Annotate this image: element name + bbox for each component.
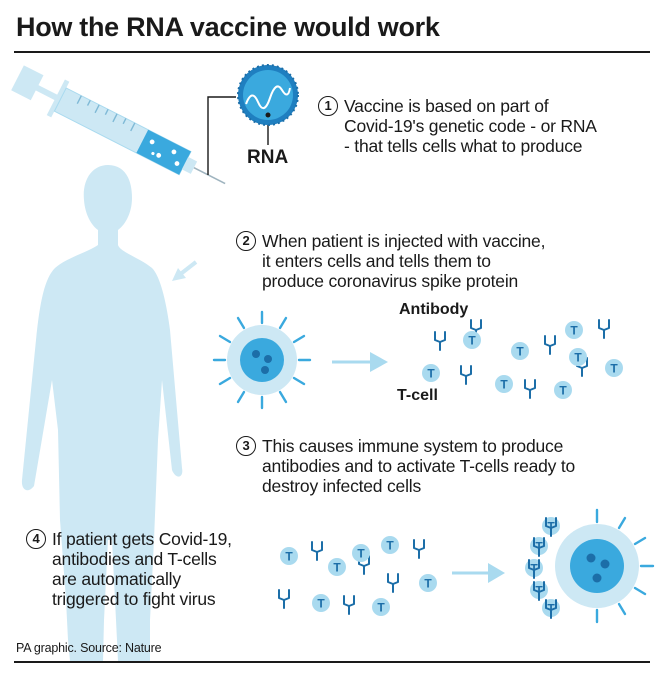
infected-cell-step4	[525, 508, 655, 624]
step-number-badge: 3	[236, 436, 256, 456]
step-2-line-1: When patient is injected with vaccine,	[262, 231, 546, 251]
step-1-line-1: Vaccine is based on part of	[344, 96, 549, 116]
tcell-label: T-cell	[397, 387, 438, 404]
arrow-step4	[452, 563, 505, 583]
step-2-line-3: produce coronavirus spike protein	[262, 271, 519, 291]
footer-rule	[14, 661, 650, 663]
step-number-badge: 1	[318, 96, 338, 116]
step-1-line-3: - that tells cells what to produce	[344, 136, 583, 156]
patient-silhouette	[21, 165, 183, 661]
step-3-line-3: destroy infected cells	[262, 476, 422, 496]
step-2-line-2: it enters cells and tells them to	[262, 251, 491, 271]
immune-cluster-step2	[422, 319, 623, 399]
step-2: 2 When patient is injected with vaccine,…	[236, 231, 545, 291]
step-1-line-2: Covid-19's genetic code - or RNA	[344, 116, 597, 136]
step-3: 3 This causes immune system to produce a…	[236, 436, 575, 496]
injection-arrow	[172, 260, 198, 281]
step-1: 1 Vaccine is based on part of Covid-19's…	[318, 96, 597, 156]
arrow-step2	[332, 352, 388, 372]
step-3-line-2: antibodies and to activate T-cells ready…	[262, 456, 576, 476]
title-rule	[14, 51, 650, 53]
page-title: How the RNA vaccine would work	[16, 12, 440, 42]
step-4-line-4: triggered to fight virus	[52, 589, 216, 609]
step-4-line-1: If patient gets Covid-19,	[52, 529, 232, 549]
antibody-label: Antibody	[399, 301, 469, 318]
step-number-badge: 4	[26, 529, 46, 549]
rna-callout	[207, 64, 299, 175]
source-credit: PA graphic. Source: Nature	[16, 641, 162, 655]
syringe	[11, 65, 226, 185]
step-4-line-3: are automatically	[52, 569, 181, 589]
step-3-line-1: This causes immune system to produce	[262, 436, 564, 456]
step-4-line-2: antibodies and T-cells	[52, 549, 217, 569]
infected-cell-step2	[212, 310, 312, 410]
immune-cluster-step4	[278, 536, 437, 616]
rna-label: RNA	[247, 147, 289, 168]
step-4: 4 If patient gets Covid-19, antibodies a…	[26, 529, 232, 609]
step-number-badge: 2	[236, 231, 256, 251]
